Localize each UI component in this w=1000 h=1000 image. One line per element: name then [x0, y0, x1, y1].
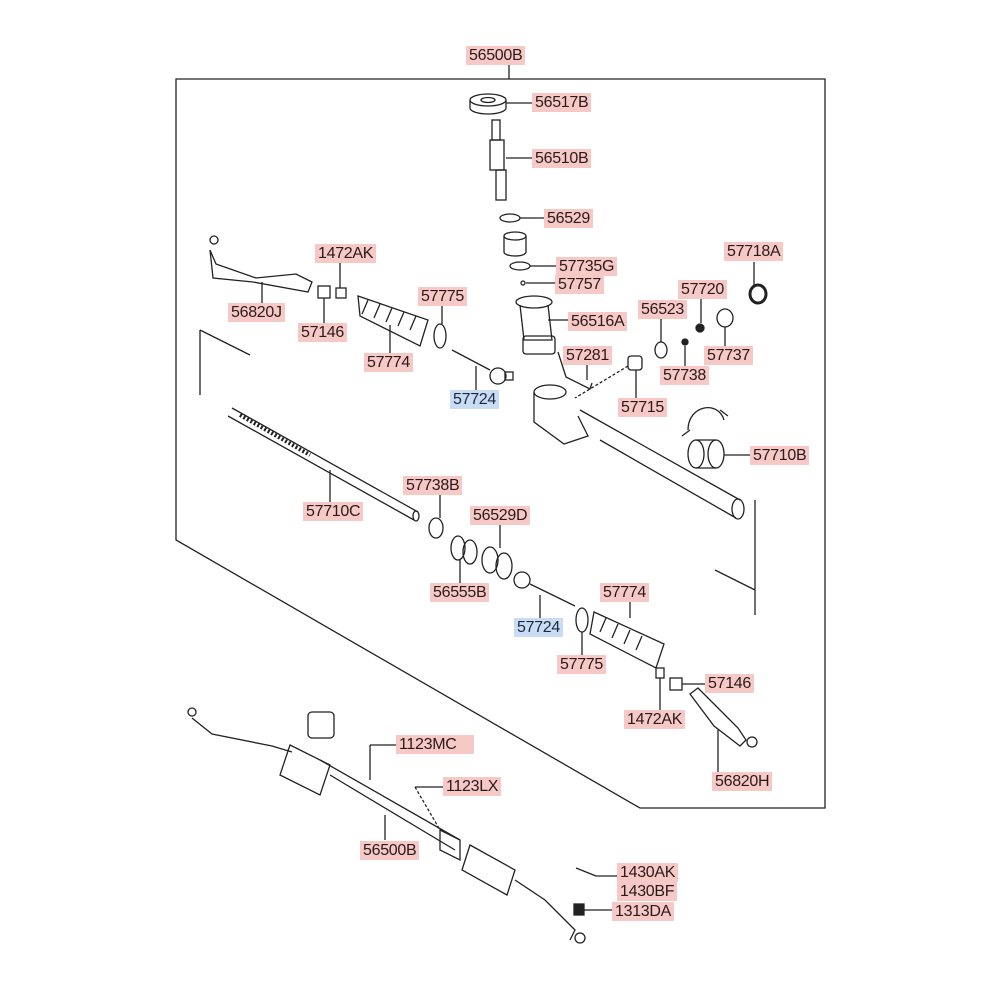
part-label-1430bf[interactable]: 1430BF — [617, 882, 678, 901]
part-clamp-icon — [681, 407, 729, 437]
part-label-1472ak-right[interactable]: 1472AK — [624, 710, 686, 729]
part-label-57281[interactable]: 57281 — [563, 346, 612, 365]
part-label-57738[interactable]: 57738 — [660, 366, 709, 385]
part-56820h-icon — [689, 687, 758, 748]
part-57146-right-icon — [669, 677, 683, 691]
part-57737-icon — [716, 308, 734, 328]
part-57146-left-icon — [317, 285, 331, 299]
rack-group-outline — [199, 329, 756, 615]
part-57735g-icon — [509, 261, 531, 271]
part-label-57735g[interactable]: 57735G — [556, 257, 618, 276]
part-label-57775-left[interactable]: 57775 — [418, 287, 467, 306]
part-57720-icon — [695, 323, 705, 333]
part-gear-housing-icon — [533, 384, 745, 520]
part-label-56517b[interactable]: 56517B — [532, 93, 592, 112]
part-1472ak-right-icon — [655, 667, 665, 679]
part-label-1123mc[interactable]: 1123MC — [396, 735, 474, 754]
part-label-57775-right[interactable]: 57775 — [557, 655, 606, 674]
part-57281-icon — [557, 351, 593, 390]
part-label-56516a[interactable]: 56516A — [568, 312, 628, 331]
part-label-57146-right[interactable]: 57146 — [705, 674, 754, 693]
part-57774-left-icon — [357, 295, 429, 347]
part-57775-right-icon — [575, 607, 589, 633]
part-label-56500b-bottom[interactable]: 56500B — [360, 841, 420, 860]
part-57757-icon — [520, 280, 526, 286]
part-label-56820j[interactable]: 56820J — [228, 303, 285, 322]
part-57710b-icon — [687, 439, 725, 469]
part-label-1430ak[interactable]: 1430AK — [617, 863, 679, 882]
part-label-57710b[interactable]: 57710B — [750, 446, 810, 465]
part-label-57718a[interactable]: 57718A — [724, 242, 784, 261]
part-57710c-icon — [227, 407, 420, 522]
part-label-56500b[interactable]: 56500B — [466, 46, 526, 65]
part-56820j-icon — [209, 235, 313, 293]
part-label-57774-left[interactable]: 57774 — [364, 353, 413, 372]
part-label-57757[interactable]: 57757 — [555, 275, 604, 294]
part-label-57738b[interactable]: 57738B — [403, 476, 463, 495]
part-56529d-icon — [481, 546, 513, 580]
part-label-1123lx[interactable]: 1123LX — [443, 777, 502, 796]
part-label-57724-upper[interactable]: 57724 — [450, 390, 499, 409]
part-56555b-icon — [450, 535, 478, 565]
part-label-56529[interactable]: 56529 — [544, 209, 593, 228]
part-1313da-icon — [573, 903, 585, 916]
part-56529-icon — [499, 213, 521, 223]
part-label-56529d[interactable]: 56529D — [470, 506, 531, 525]
part-56510b-icon — [489, 119, 507, 201]
part-label-1313da[interactable]: 1313DA — [612, 902, 675, 921]
part-56517b-icon — [469, 93, 507, 115]
part-label-56555b[interactable]: 56555B — [430, 583, 490, 602]
part-57738-icon — [681, 338, 689, 346]
part-label-57724-lower[interactable]: 57724 — [514, 618, 563, 637]
part-56523-icon — [654, 341, 668, 359]
part-label-56820h[interactable]: 56820H — [712, 772, 773, 791]
part-label-56523[interactable]: 56523 — [638, 300, 687, 319]
part-label-57146-left[interactable]: 57146 — [298, 323, 347, 342]
assembly-frame — [175, 78, 826, 809]
part-label-57720[interactable]: 57720 — [678, 280, 727, 299]
part-1472ak-left-icon — [335, 287, 347, 299]
part-label-57737[interactable]: 57737 — [704, 346, 753, 365]
assembly-complete-icon — [187, 707, 586, 944]
part-57738b-icon — [428, 517, 444, 539]
part-57724-lower-icon — [513, 571, 576, 607]
part-1430ak-icon — [575, 867, 597, 877]
part-bushing-icon — [503, 231, 527, 257]
part-label-57774-right[interactable]: 57774 — [600, 583, 649, 602]
part-label-57715[interactable]: 57715 — [618, 398, 667, 417]
part-56516a-icon — [515, 295, 556, 355]
part-label-56510b[interactable]: 56510B — [532, 149, 592, 168]
part-57718a-icon — [748, 283, 768, 305]
part-57715-icon — [627, 355, 643, 371]
part-label-57710c[interactable]: 57710C — [303, 502, 364, 521]
part-label-1472ak-left[interactable]: 1472AK — [315, 244, 377, 263]
part-57775-left-icon — [433, 323, 447, 349]
part-57724-upper-icon — [451, 349, 514, 385]
